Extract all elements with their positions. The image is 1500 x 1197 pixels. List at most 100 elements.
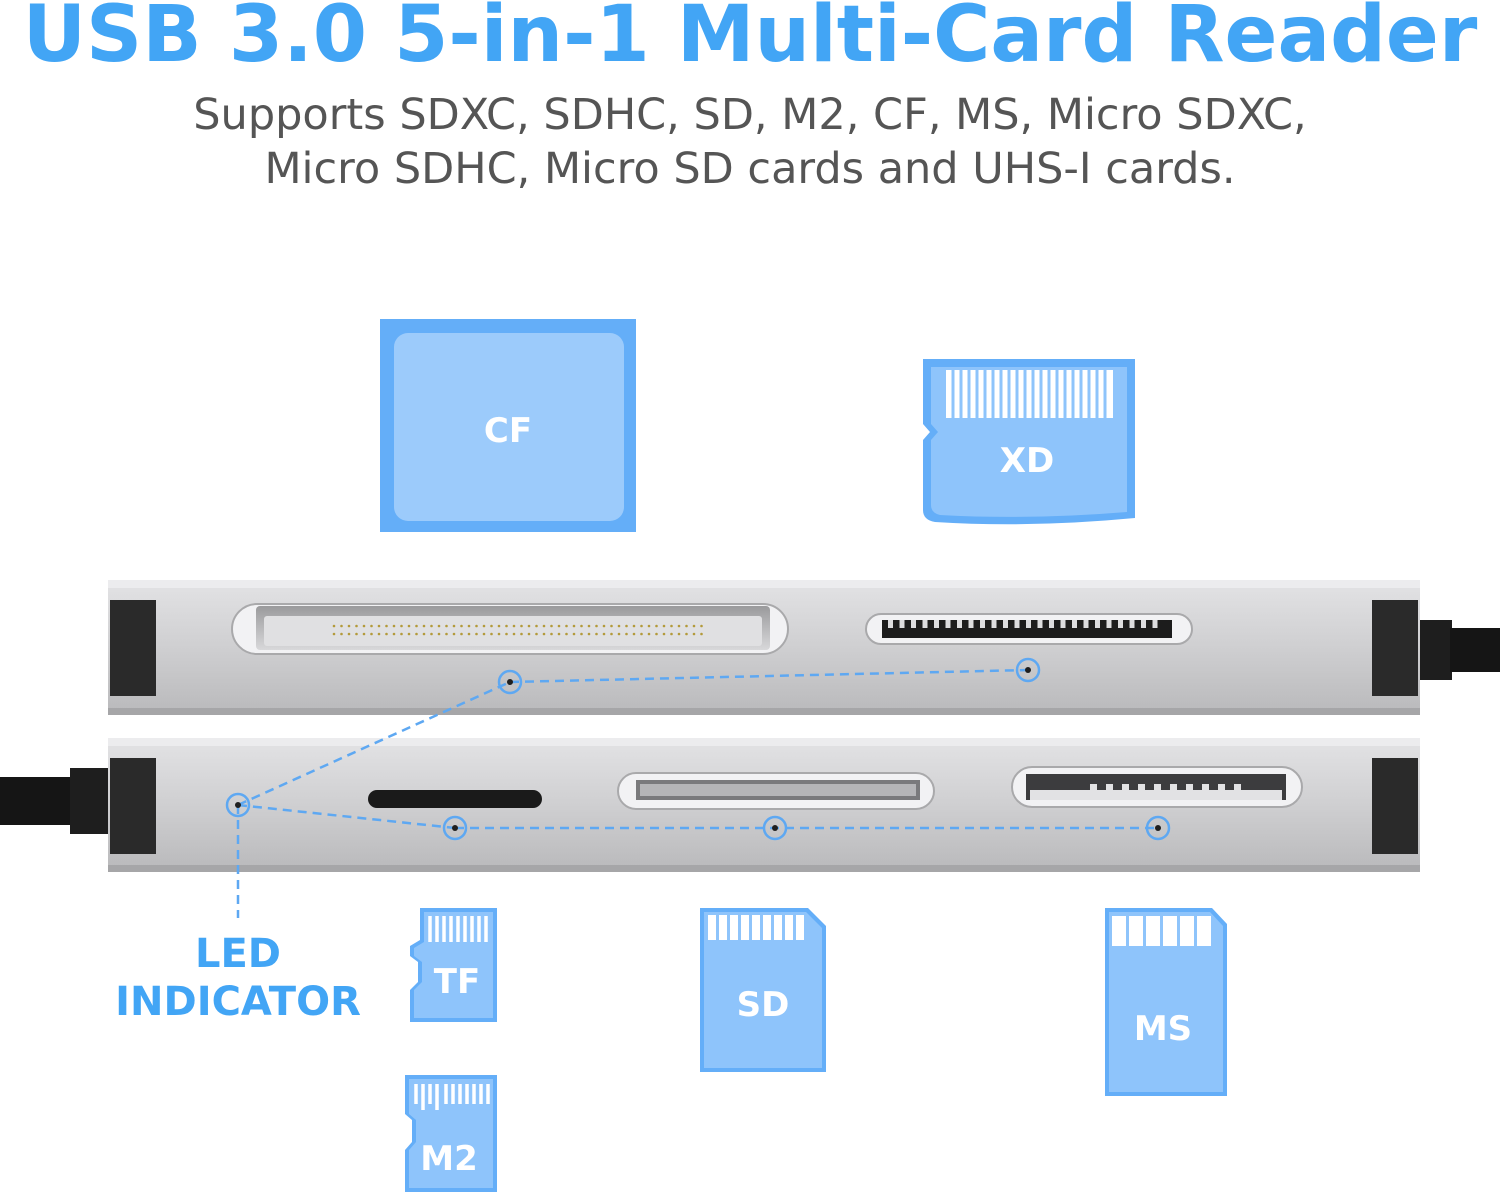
cf-pin: [550, 624, 553, 628]
reader-upper-body: [108, 580, 1420, 715]
led-indicator-lines: [236, 668, 1158, 918]
cf-pin: [700, 624, 703, 628]
sd-card-icon: SD: [700, 908, 826, 1072]
cf-pin: [355, 624, 358, 628]
cf-pin: [362, 624, 366, 628]
cf-pin: [377, 632, 381, 636]
cf-pin: [332, 624, 336, 628]
led-label-line-1: LED: [194, 931, 281, 977]
xd-pin: [945, 620, 951, 628]
ms-pin: [1202, 784, 1209, 794]
xd-pin: [1037, 620, 1043, 628]
cf-pin: [685, 624, 688, 628]
ms-pin: [1138, 784, 1145, 794]
xd-pin: [1049, 620, 1054, 628]
ms-pin: [1170, 784, 1177, 794]
cf-pin: [377, 624, 381, 628]
m2-contacts: [414, 1084, 490, 1110]
tf-slot: [368, 790, 542, 808]
cf-pin: [557, 624, 561, 628]
ms-pin: [1106, 784, 1113, 794]
ms-pin: [1154, 784, 1161, 794]
cf-pin: [497, 624, 501, 628]
subtitle-line-2: Micro SDHC, Micro SD cards and UHS-I car…: [264, 144, 1236, 194]
xd-pin: [922, 620, 928, 628]
xd-pin: [957, 620, 962, 628]
xd-slot-pins: [888, 620, 1158, 628]
cf-pin: [340, 632, 343, 636]
cf-pin: [347, 624, 351, 628]
cf-pin: [580, 632, 583, 636]
ms-pin: [1122, 784, 1129, 794]
cf-card-icon: CF: [380, 319, 636, 532]
ms-slot-pins: [1090, 784, 1241, 794]
sd-contacts: [708, 915, 804, 940]
cf-pin: [415, 624, 418, 628]
cf-pin: [490, 632, 493, 636]
cf-pin: [655, 632, 658, 636]
usb-cable-right: [1418, 620, 1500, 680]
xd-card-icon: XD: [923, 359, 1135, 525]
cf-pin: [535, 624, 538, 628]
ms-card-label: MS: [1134, 1009, 1192, 1049]
cf-slot: [231, 603, 789, 655]
xd-pin: [1060, 620, 1066, 628]
cf-pin: [572, 624, 576, 628]
cf-pin: [490, 624, 493, 628]
cf-pin: [482, 624, 486, 628]
xd-pin: [1072, 620, 1077, 628]
cf-pin: [527, 624, 531, 628]
cf-pin: [332, 632, 336, 636]
cf-pin: [430, 624, 433, 628]
cf-pin: [692, 624, 696, 628]
cf-pin: [370, 624, 373, 628]
cf-pin: [437, 632, 441, 636]
xd-pin: [1129, 620, 1135, 628]
cf-pin: [662, 632, 666, 636]
subtitle-line-1: Supports SDXC, SDHC, SD, M2, CF, MS, Mic…: [193, 90, 1307, 140]
cf-pin: [452, 632, 456, 636]
cf-pin: [497, 632, 501, 636]
cf-pin: [505, 624, 508, 628]
cf-pin: [565, 624, 568, 628]
cf-pin: [445, 632, 448, 636]
cf-pin: [655, 624, 658, 628]
tf-card-label: TF: [434, 962, 480, 1002]
cf-pin: [467, 624, 471, 628]
ms-pin: [1186, 784, 1193, 794]
cf-pin: [647, 632, 651, 636]
led-dots: [225, 657, 1171, 841]
tf-card-icon: TF: [410, 908, 497, 1022]
xd-pin: [980, 620, 985, 628]
xd-pin: [899, 620, 905, 628]
cf-pin: [475, 632, 478, 636]
cf-pin: [452, 624, 456, 628]
cf-pin: [415, 632, 418, 636]
cf-pin: [610, 632, 613, 636]
cf-pin: [520, 632, 523, 636]
cf-pin: [482, 632, 486, 636]
cf-pin: [602, 624, 606, 628]
cf-pin: [677, 624, 681, 628]
xd-pin: [1141, 620, 1146, 628]
cf-pin: [610, 624, 613, 628]
xd-pin: [1083, 620, 1089, 628]
cf-pin: [647, 624, 651, 628]
cf-pin: [385, 632, 388, 636]
xd-pin: [911, 620, 916, 628]
ms-contacts: [1112, 916, 1211, 946]
cf-pin: [407, 632, 411, 636]
cf-pin: [557, 632, 561, 636]
cf-pin: [370, 632, 373, 636]
cf-pin: [340, 624, 343, 628]
m2-card-label: M2: [420, 1139, 478, 1179]
tf-contacts: [428, 916, 488, 942]
page-title: USB 3.0 5-in-1 Multi-Card Reader: [22, 0, 1478, 80]
cf-pin: [520, 624, 523, 628]
cf-pin: [677, 632, 681, 636]
cf-pin: [617, 632, 621, 636]
cf-pin: [670, 624, 673, 628]
cf-pin: [625, 632, 628, 636]
cf-pin: [460, 624, 463, 628]
